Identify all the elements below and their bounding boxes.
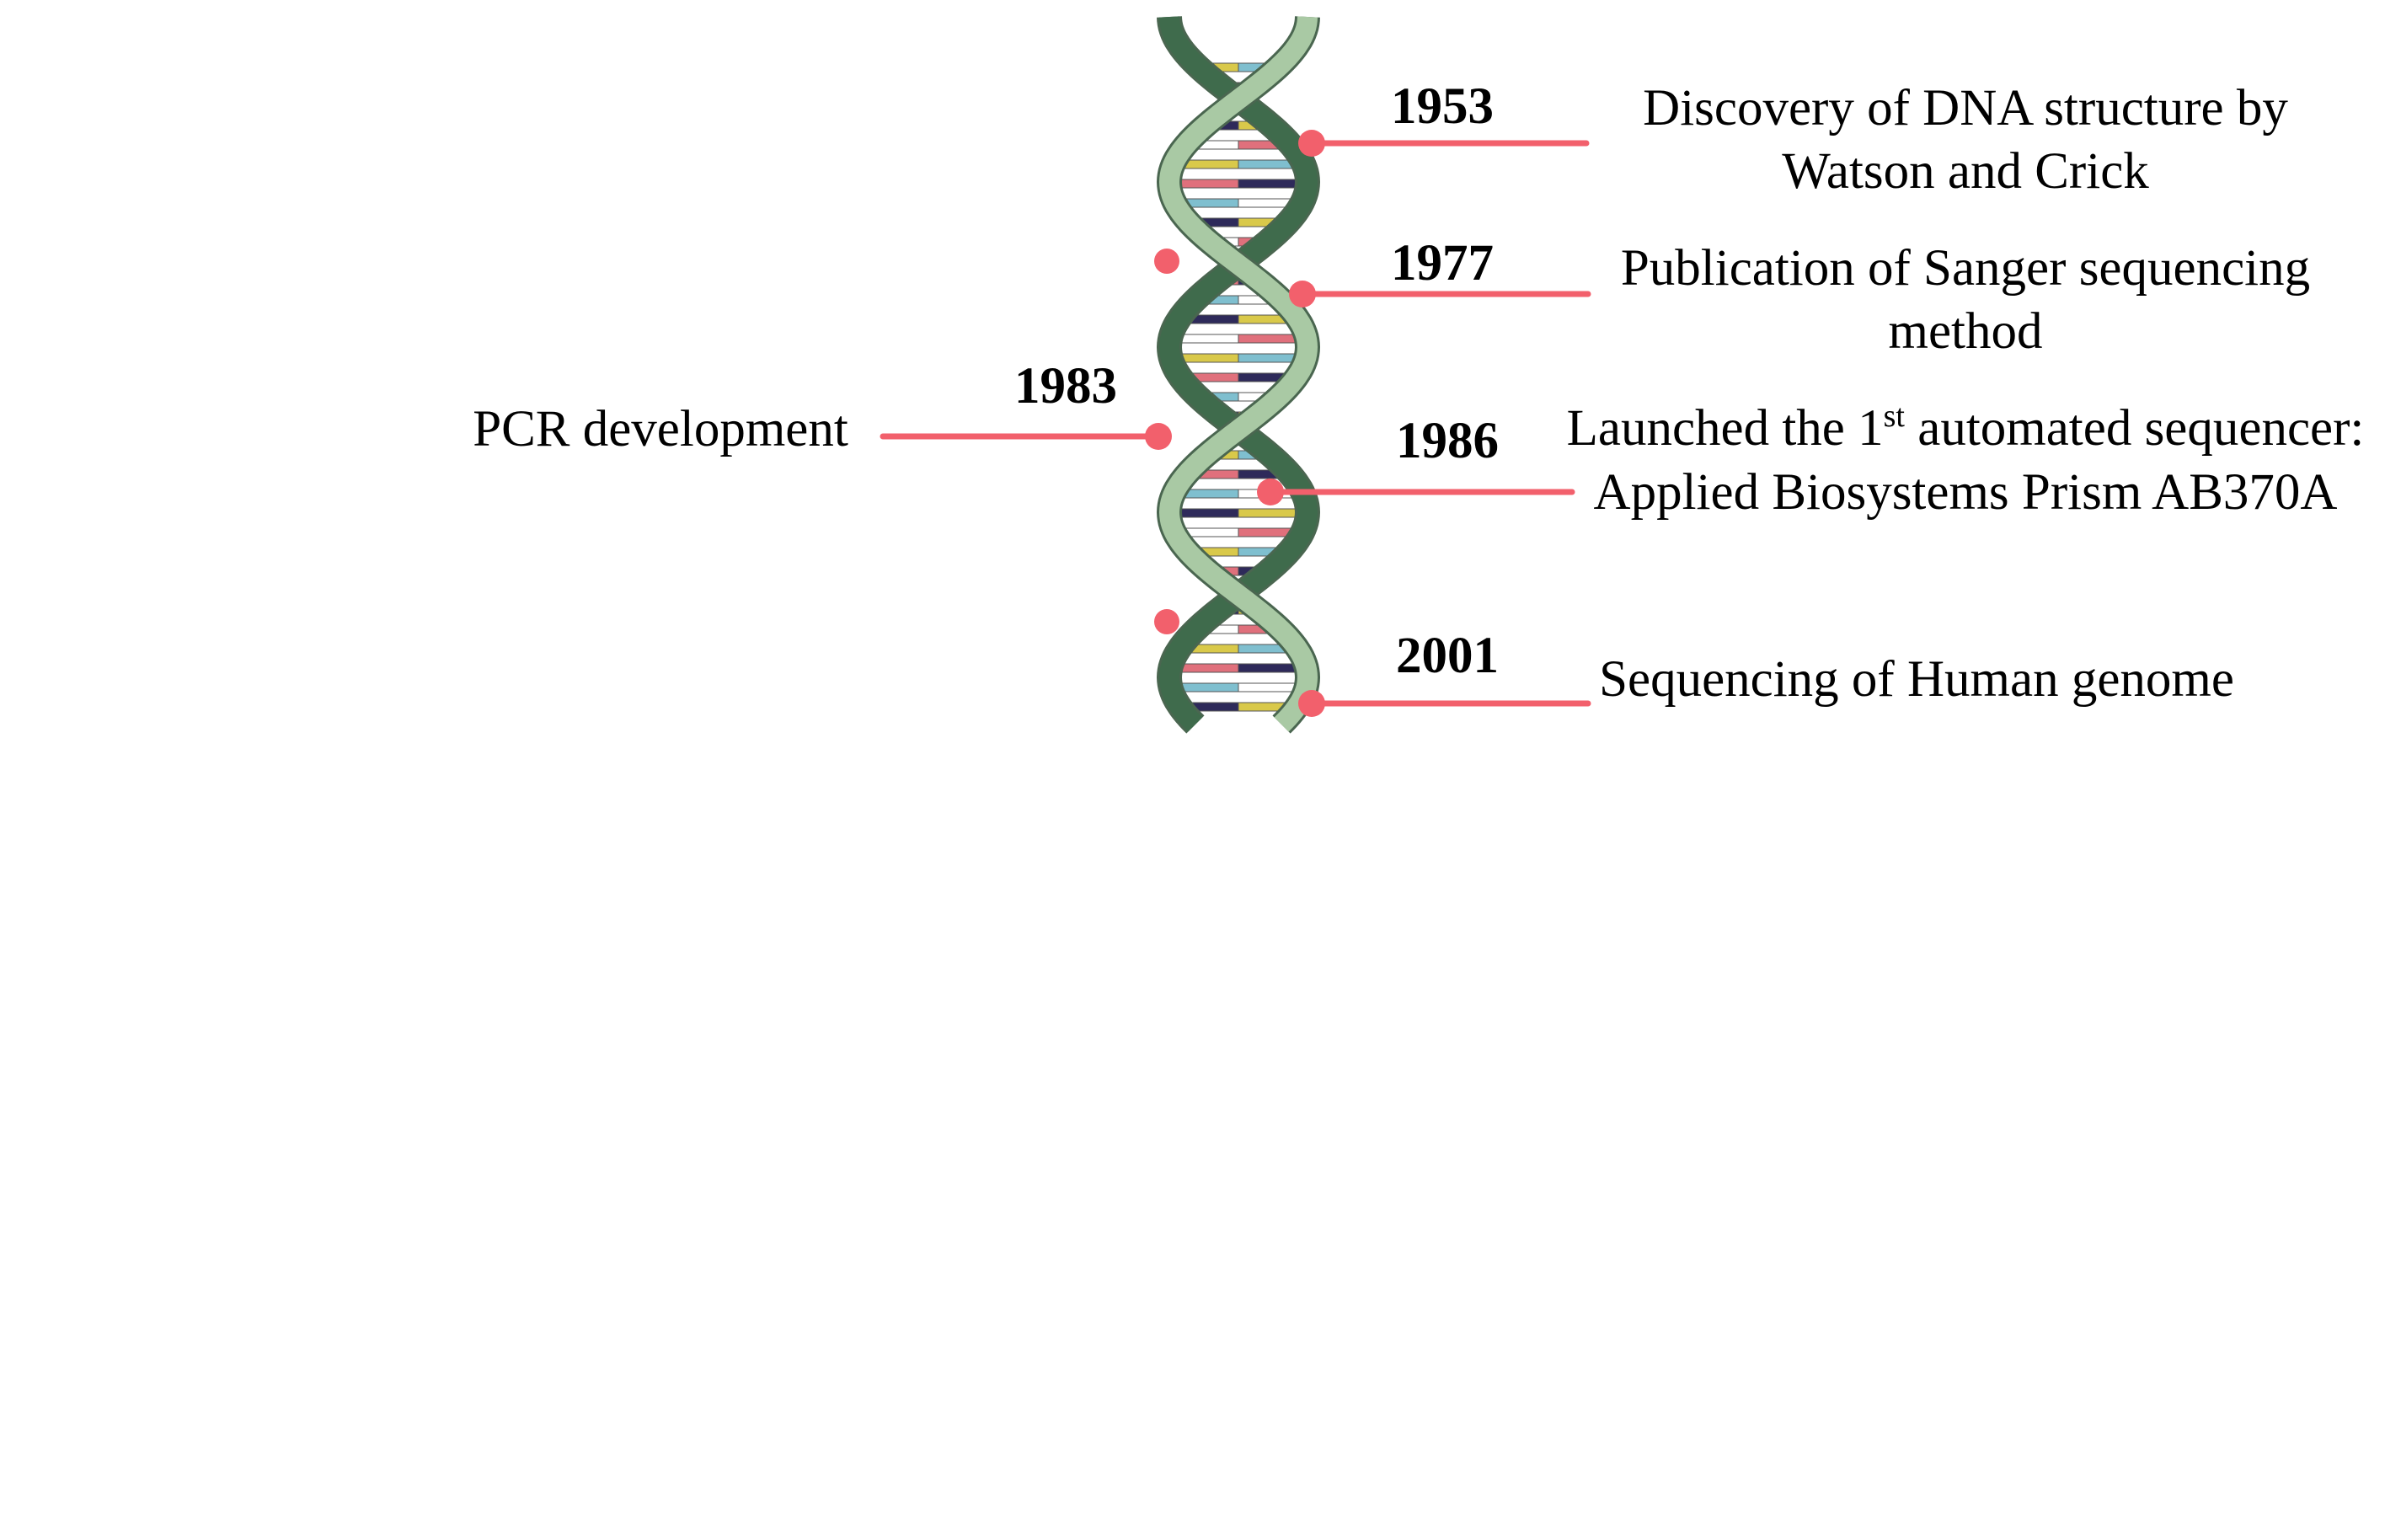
- event-1953-line-1: Discovery of DNA structure by: [1643, 80, 2288, 136]
- dna-strands: [1156, 16, 1321, 734]
- dna-strand-front: [1158, 16, 1318, 732]
- year-label-1983: 1983: [1014, 358, 1117, 414]
- year-label-1953: 1953: [1391, 78, 1494, 135]
- event-1986-superscript: st: [1884, 398, 1906, 434]
- event-1986-line-2: Applied Biosystems Prism AB370A: [1594, 464, 2338, 521]
- event-1953-line-2: Watson and Crick: [1782, 143, 2149, 200]
- event-2001-line-1: Sequencing of Human genome: [1599, 651, 2234, 708]
- connector-dot-1953: [1298, 130, 1325, 157]
- year-label-1977: 1977: [1391, 235, 1494, 291]
- connector-dot-2001-back: [1154, 609, 1179, 634]
- event-1986-line-1: Launched the 1st automated sequencer:: [1567, 398, 2365, 457]
- connector-dot-2001: [1298, 690, 1325, 717]
- dna-double-helix-icon: [1156, 16, 1321, 734]
- event-1986-text-after: automated sequencer:: [1905, 400, 2364, 457]
- event-1986-text-before: Launched the 1: [1567, 400, 1884, 457]
- connector-dot-1986: [1257, 479, 1284, 505]
- connector-dot-1977-back: [1154, 249, 1179, 274]
- event-1983-line-1: PCR development: [473, 401, 848, 457]
- timeline-connectors: [880, 130, 1591, 717]
- connector-dot-1983: [1145, 423, 1172, 450]
- year-label-2001: 2001: [1396, 628, 1499, 684]
- connector-dot-1977: [1289, 281, 1316, 307]
- event-1977-line-2: method: [1889, 303, 2043, 360]
- dna-strand-back: [1158, 16, 1318, 732]
- year-label-1986: 1986: [1396, 413, 1499, 469]
- event-1977-line-1: Publication of Sanger sequencing: [1621, 240, 2310, 297]
